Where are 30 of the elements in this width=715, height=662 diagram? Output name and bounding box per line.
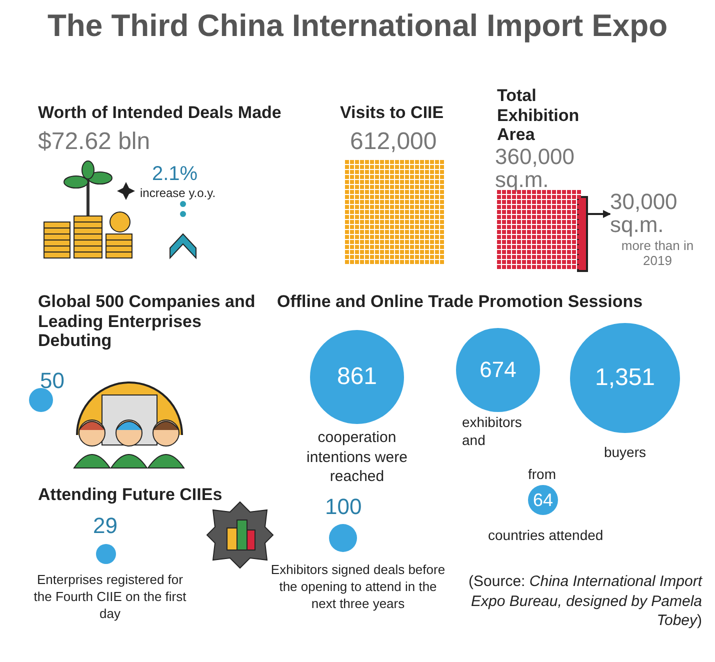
number-circle: 674: [456, 328, 540, 412]
number-circle: 64: [528, 485, 558, 515]
section-heading: Visits to CIIE: [340, 103, 444, 123]
description-text: Exhibitors signed deals before the opening to attend in the next three years: [270, 562, 446, 613]
description-text: cooperation intentions were reached: [306, 428, 408, 486]
section-heading: Total Exhibition Area: [497, 86, 580, 145]
number-circle: 1,351: [570, 323, 680, 433]
source-caption: (Source: China International Import Expo Bureau, designed by Pamela Tobey): [468, 572, 702, 630]
description-text: countries attended: [488, 526, 604, 544]
section-heading: Attending Future CIIEs: [38, 485, 222, 505]
section-heading: Worth of Intended Deals Made: [38, 103, 282, 123]
visits-value: 612,000: [350, 128, 437, 156]
value-caption: increase y.o.y.: [140, 186, 216, 202]
section-heading: Offline and Online Trade Promotion Sessions: [277, 292, 643, 312]
count-value: 50: [40, 368, 64, 394]
amount-value: $72.62 bln: [38, 128, 150, 156]
area-value: 360,000 sq.m.: [495, 145, 576, 192]
description-text: exhibitors and: [462, 413, 523, 450]
count-value: 100: [325, 494, 362, 520]
arrow: [588, 210, 611, 218]
description-text: from: [528, 465, 556, 484]
value-caption: more than in 2019: [620, 238, 695, 268]
description-text: Enterprises registered for the Fourth CIIE on the first day: [32, 572, 188, 623]
area-value: 30,000 sq.m.: [610, 190, 678, 236]
title: The Third China International Import Expo: [46, 8, 668, 44]
number-circle: 861: [310, 330, 404, 424]
description-text: buyers: [602, 443, 648, 462]
section-heading: Global 500 Companies and Leading Enterprises Debuting: [38, 292, 256, 351]
count-value: 29: [93, 513, 118, 539]
percent-value: 2.1%: [152, 163, 198, 186]
